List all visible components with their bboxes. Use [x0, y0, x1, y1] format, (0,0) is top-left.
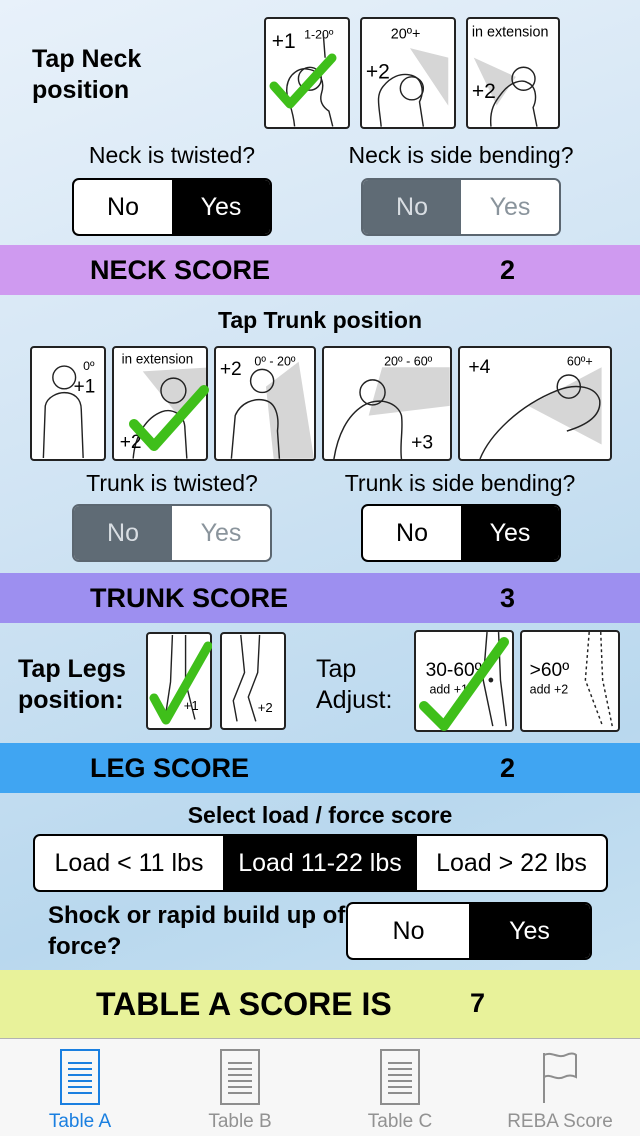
trunk-checkmark-icon: [129, 385, 209, 451]
neck-twisted-toggle[interactable]: No Yes: [72, 178, 272, 236]
neck-twisted-no[interactable]: No: [107, 192, 139, 221]
trunk-option-1-score: +1: [74, 377, 96, 398]
neck-option-1-20[interactable]: +1 1-20º: [264, 17, 350, 129]
trunk-score-value: 3: [500, 582, 516, 613]
neck-option-3-score: +2: [472, 80, 496, 103]
trunk-option-3-range: 0º - 20º: [254, 355, 295, 369]
tab-reba-score-label: REBA Score: [507, 1111, 613, 1132]
trunk-side-bending-question: Trunk is side bending?: [344, 470, 576, 496]
leg-score-band: LEG SCORE 2: [0, 743, 640, 793]
neck-side-yes[interactable]: Yes: [461, 180, 559, 234]
trunk-side-yes[interactable]: Yes: [461, 506, 559, 560]
neck-score-value: 2: [500, 254, 516, 285]
leg-adjust-2-add: add +2: [530, 682, 569, 696]
trunk-option-1-range: 0º: [83, 359, 95, 373]
trunk-option-20-60[interactable]: 20º - 60º +3: [322, 346, 452, 461]
trunk-position-label: Tap Trunk position: [217, 307, 422, 333]
shock-toggle[interactable]: No Yes: [346, 902, 592, 960]
trunk-twisted-question: Trunk is twisted?: [86, 470, 258, 496]
leg-adjust-60-plus[interactable]: >60º add +2: [520, 630, 620, 732]
trunk-option-2-score: +2: [120, 432, 142, 453]
table-a-score-band: TABLE A SCORE IS 7: [0, 970, 640, 1038]
neck-twisted-yes[interactable]: Yes: [172, 180, 270, 234]
legs-position-label: Tap Legs position:: [18, 655, 126, 714]
neck-score-band: NECK SCORE 2: [0, 245, 640, 295]
leg-adjust-2-range: >60º: [530, 660, 570, 681]
trunk-option-60-plus[interactable]: +4 60º+: [458, 346, 612, 461]
trunk-score-band: TRUNK SCORE 3: [0, 573, 640, 623]
trunk-score-label: TRUNK SCORE: [90, 582, 289, 613]
neck-score-label: NECK SCORE: [90, 254, 271, 285]
shock-no[interactable]: No: [392, 916, 425, 945]
leg-adjust-1-range: 30-60º: [426, 660, 482, 681]
tap-adjust-label: Tap Adjust:: [316, 655, 393, 714]
legs-option-2[interactable]: +2: [220, 632, 286, 730]
trunk-option-4-score: +3: [411, 432, 433, 453]
tab-table-a-label: Table A: [48, 1111, 112, 1132]
table-a-score-label: TABLE A SCORE IS: [96, 986, 392, 1022]
trunk-twisted-toggle[interactable]: No Yes: [72, 504, 272, 562]
trunk-side-no[interactable]: No: [396, 518, 428, 547]
trunk-side-bending-toggle[interactable]: No Yes: [361, 504, 561, 562]
trunk-twisted-no[interactable]: No: [74, 506, 172, 560]
neck-checkmark-icon: [269, 53, 337, 109]
tab-bar: Table A Table B Table C REBA Score: [0, 1038, 640, 1136]
leg-score-value: 2: [500, 752, 516, 783]
tab-reba-score[interactable]: REBA Score: [480, 1039, 640, 1136]
legs-checkmark-icon: [149, 641, 212, 725]
document-icon: [220, 1049, 260, 1105]
trunk-option-2-range: in extension: [122, 352, 194, 367]
document-icon: [380, 1049, 420, 1105]
trunk-option-0-20[interactable]: +2 0º - 20º: [214, 346, 316, 461]
trunk-option-0[interactable]: 0º +1: [30, 346, 106, 461]
shock-yes[interactable]: Yes: [469, 904, 590, 958]
neck-option-20-plus[interactable]: 20º+ +2: [360, 17, 456, 129]
neck-option-2-score: +2: [366, 61, 390, 84]
neck-option-2-range: 20º+: [391, 27, 421, 43]
trunk-option-5-range: 60º+: [567, 354, 593, 368]
load-force-label: Select load / force score: [187, 802, 453, 828]
document-icon: [60, 1049, 100, 1105]
legs-option-1[interactable]: +1: [146, 632, 212, 730]
neck-option-1-range: 1-20º: [304, 28, 334, 42]
leg-score-label: LEG SCORE: [90, 752, 250, 783]
leg-adjust-1-add: add +1: [429, 682, 468, 696]
legs-option-1-score: +1: [184, 698, 199, 713]
neck-option-extension[interactable]: in extension +2: [466, 17, 560, 129]
trunk-twisted-yes[interactable]: Yes: [172, 506, 270, 560]
neck-option-3-range: in extension: [472, 25, 549, 41]
shock-question: Shock or rapid build up of force?: [48, 902, 346, 960]
table-a-score-value: 7: [470, 988, 486, 1018]
neck-position-label: Tap Neck position: [32, 45, 142, 104]
load-option-over-22[interactable]: Load > 22 lbs: [436, 848, 587, 877]
legs-option-2-score: +2: [258, 700, 273, 715]
load-option-under-11[interactable]: Load < 11 lbs: [54, 848, 204, 877]
tab-table-b-label: Table B: [208, 1111, 272, 1132]
trunk-option-5-score: +4: [468, 357, 490, 378]
tab-table-c[interactable]: Table C: [320, 1039, 480, 1136]
load-option-11-22[interactable]: Load 11-22 lbs: [223, 836, 417, 890]
neck-side-no[interactable]: No: [363, 180, 461, 234]
trunk-option-3-score: +2: [220, 359, 242, 380]
neck-option-1-score: +1: [272, 30, 296, 53]
flag-icon: [543, 1052, 577, 1103]
trunk-option-4-range: 20º - 60º: [384, 354, 433, 368]
neck-side-bending-toggle[interactable]: No Yes: [361, 178, 561, 236]
neck-side-bending-question: Neck is side bending?: [348, 142, 574, 168]
leg-adjust-checkmark-icon: [419, 637, 509, 731]
tab-table-a[interactable]: Table A: [0, 1039, 160, 1136]
neck-twisted-question: Neck is twisted?: [88, 142, 256, 168]
load-force-selector[interactable]: Load < 11 lbs Load 11-22 lbs Load > 22 l…: [33, 834, 608, 892]
tab-table-c-label: Table C: [367, 1111, 433, 1132]
tab-table-b[interactable]: Table B: [160, 1039, 320, 1136]
